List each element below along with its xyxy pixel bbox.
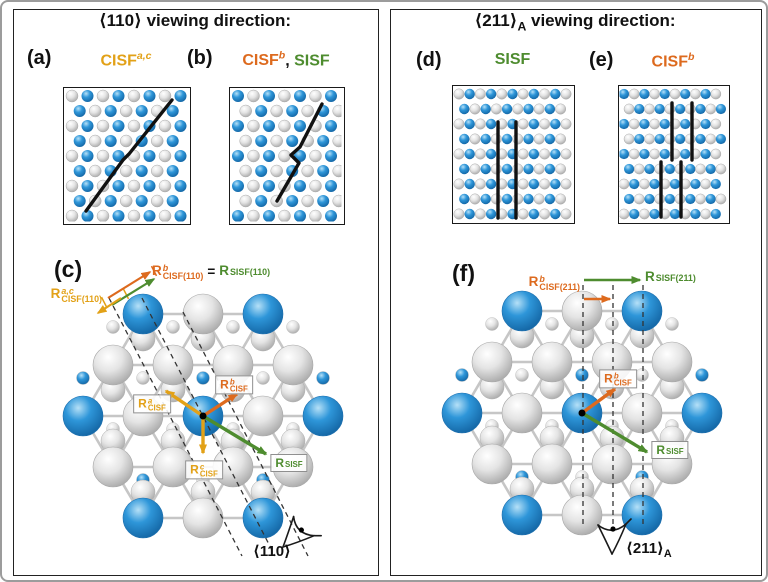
r-base: R (152, 263, 162, 278)
heading-a-sup: a,c (136, 50, 152, 62)
heading-a-text: CISF (100, 52, 137, 70)
r-sub: CISF(110) (162, 271, 204, 282)
r-sub: CISF (199, 469, 218, 479)
atom-box-b (229, 87, 345, 225)
heading-d-text: SISF (494, 51, 531, 68)
r-base: R (50, 286, 61, 301)
viewing-direction-label-110: ⟨110⟩ (253, 543, 291, 560)
right-title-sub: A (517, 19, 527, 34)
viewing-direction-label-211: ⟨211⟩A (626, 539, 672, 560)
r-base: R (190, 462, 199, 477)
panel-label-d: (d) (416, 49, 442, 71)
r-sub: SISF (285, 459, 303, 469)
panel-label-e: (e) (589, 49, 614, 71)
panel-label-c: (c) (54, 256, 83, 282)
r-base: R (138, 396, 147, 411)
r-sub: SISF (666, 446, 684, 456)
right-panel-title: ⟨211⟩A viewing direction: (390, 11, 760, 33)
heading-b-sup: b (278, 50, 286, 62)
r-sub: CISF(211) (539, 282, 580, 293)
heading-b-cisf: CISFb (242, 50, 286, 70)
left-panel-title: ⟨110⟩ viewing direction: (13, 11, 377, 31)
panel-label-f: (f) (452, 260, 475, 286)
heading-cisf-ac: CISFa,c (63, 50, 189, 70)
eye-label-pre: ⟨211⟩ (626, 540, 664, 557)
equals-sign: = (207, 264, 216, 279)
r-base: R (645, 269, 655, 284)
heading-b-sisf: SISF (294, 52, 330, 70)
r-sub: SISF(211) (655, 273, 696, 284)
heading-b-p1: CISF (242, 52, 279, 70)
atom-box-e (618, 85, 730, 224)
r-sub: SISF(110) (229, 267, 271, 278)
r-sup: a,c (61, 286, 74, 296)
heading-sisf: SISF (452, 51, 573, 69)
r-sub: CISF (613, 378, 632, 388)
left-title-text: ⟨110⟩ viewing direction: (98, 11, 292, 30)
eye-label-sub: A (663, 548, 672, 560)
r-sub: CISF (147, 403, 166, 413)
r-sup: b (539, 274, 545, 284)
r-base: R (604, 371, 613, 386)
heading-e-text: CISF (651, 53, 688, 71)
r-base: R (656, 443, 666, 457)
heading-cisfb-sisf: CISFb, SISF (221, 50, 351, 70)
r-base: R (275, 456, 285, 470)
heading-e-sup: b (688, 51, 695, 63)
panel-label-b: (b) (187, 47, 213, 69)
r-base: R (219, 263, 229, 278)
panel-label-a: (a) (27, 47, 52, 69)
r-base: R (528, 274, 539, 289)
heading-b-sep: , (285, 52, 295, 70)
atom-box-a (63, 87, 191, 225)
r-sup: b (162, 263, 169, 273)
heading-cisfb: CISFb (618, 51, 728, 71)
right-title-pre: ⟨211⟩ (474, 11, 518, 30)
r-sub: CISF (229, 384, 248, 394)
r-sub: CISF(110) (61, 294, 102, 305)
atom-box-d (452, 85, 575, 224)
r-base: R (220, 377, 229, 392)
right-title-rest: viewing direction: (526, 11, 676, 30)
